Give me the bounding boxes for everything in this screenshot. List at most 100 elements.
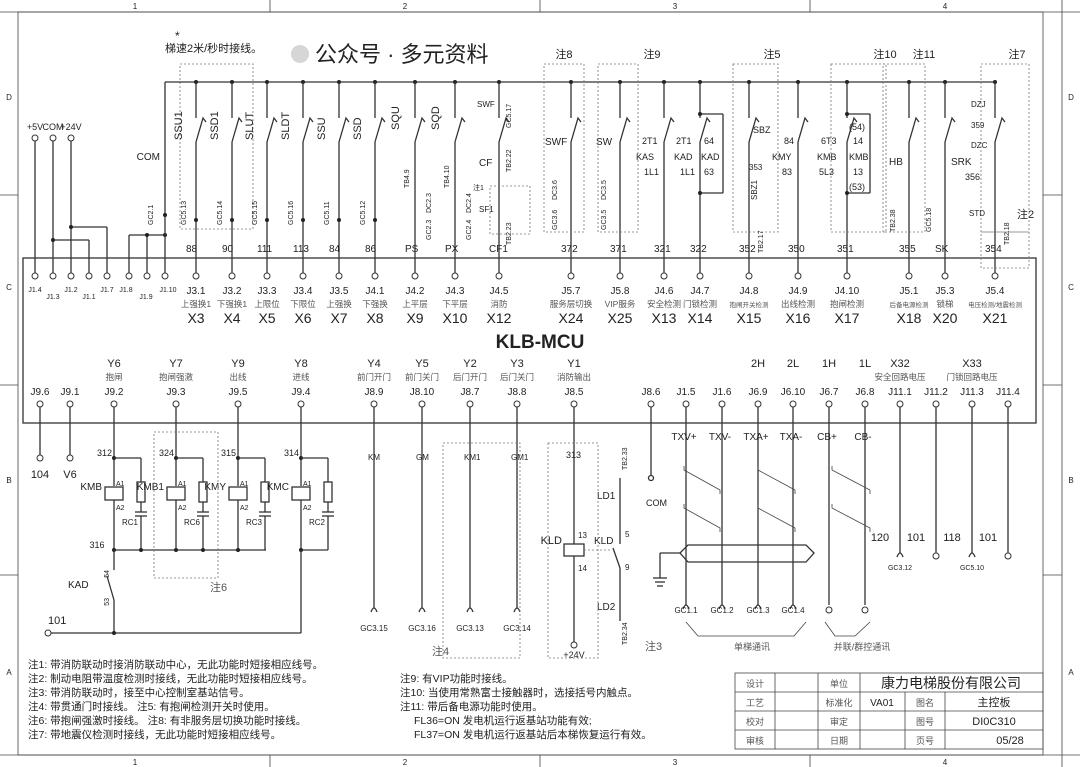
connector-label: GC3.13 xyxy=(456,624,484,633)
input-terminal xyxy=(941,272,949,280)
component-label: DC3.5 xyxy=(601,180,608,200)
switch-contact xyxy=(302,116,314,143)
comm-signal-label: TXV+ xyxy=(671,432,696,443)
switch-contact xyxy=(619,116,631,143)
input-signal-label: X3 xyxy=(187,310,204,326)
output-terminal-label: J6.10 xyxy=(781,387,806,398)
output-terminal-label: J11.1 xyxy=(888,387,912,398)
input-signal-label: X6 xyxy=(294,310,311,326)
note-box xyxy=(830,63,887,233)
component-label: TB4.10 xyxy=(444,165,451,188)
input-signal-label: X24 xyxy=(559,310,584,326)
input-terminal xyxy=(335,272,343,280)
wire-number: 350 xyxy=(788,244,805,255)
pin-label: 9 xyxy=(625,563,630,572)
grid-row-label: D xyxy=(6,93,12,102)
output-code: Y1 xyxy=(567,358,580,370)
junction-dot xyxy=(230,218,234,222)
component-label: KMY xyxy=(772,152,792,162)
output-terminal-label: J11.2 xyxy=(924,387,948,398)
relay-label: KMC xyxy=(267,482,289,493)
grid-row-label: A xyxy=(1068,668,1074,677)
plug-symbol xyxy=(754,604,762,610)
standard-value: VA01 xyxy=(870,698,894,709)
input-terminal xyxy=(745,272,753,280)
output-terminal xyxy=(932,400,940,408)
pin-label: A2 xyxy=(240,505,249,512)
wire-number: CF1 xyxy=(489,244,508,255)
component-label: 13 xyxy=(853,167,863,177)
component-label: SBZ xyxy=(753,125,771,135)
rc-label: RC1 xyxy=(122,518,139,527)
power-label: +5V xyxy=(27,122,43,132)
input-terminal-label: J4.10 xyxy=(835,286,860,297)
note-marker: 注4 xyxy=(432,644,449,658)
junction-dot xyxy=(698,191,702,195)
output-terminal-label: J1.6 xyxy=(713,387,732,398)
grid-row-label: A xyxy=(6,668,12,677)
input-signal-label: X10 xyxy=(443,310,468,326)
input-function-label: 上强换 xyxy=(326,299,352,309)
input-function-label: 电压检测/地震检测 xyxy=(968,300,1022,309)
grid-column-label: 3 xyxy=(673,2,678,11)
output-code: Y7 xyxy=(169,358,182,370)
component-label: GC5.11 xyxy=(324,201,331,225)
input-signal-label: X14 xyxy=(688,310,713,326)
com-terminal xyxy=(647,474,655,482)
connector-label: GC1.2 xyxy=(710,606,734,615)
output-terminal xyxy=(968,400,976,408)
note-box xyxy=(543,63,585,233)
component-label: SRK xyxy=(951,157,972,168)
note-box xyxy=(980,63,1030,233)
note-line: 注11: 带后备电源功能时使用。 xyxy=(400,700,543,713)
wire-end xyxy=(1004,552,1012,560)
input-terminal-label: J4.5 xyxy=(490,286,509,297)
kld-contact xyxy=(612,547,621,569)
input-terminal-label: J4.2 xyxy=(406,286,425,297)
power-label: COM xyxy=(43,122,64,132)
junction-dot xyxy=(174,548,178,552)
twisted-pair xyxy=(831,466,871,494)
output-terminal-label: J11.3 xyxy=(960,387,984,398)
output-terminal xyxy=(570,400,578,408)
j1-terminal xyxy=(103,272,111,280)
door-signal-label: GM1 xyxy=(511,453,529,462)
junction-dot xyxy=(51,238,55,242)
output-code: 1H xyxy=(822,358,836,370)
component-label: (53) xyxy=(849,182,865,192)
note-box xyxy=(597,63,639,233)
component-label: 356 xyxy=(965,172,980,182)
output-function: 抱闸 xyxy=(105,372,122,382)
output-code: Y3 xyxy=(510,358,523,370)
input-terminal-label: J3.4 xyxy=(294,286,313,297)
note-box xyxy=(547,442,599,659)
switch-contact xyxy=(195,116,207,143)
connector-label: GC3.15 xyxy=(360,624,388,633)
wire-number: 322 xyxy=(690,244,707,255)
mcu-title: KLB-MCU xyxy=(496,332,585,353)
output-code: Y5 xyxy=(415,358,428,370)
pin-label: 5 xyxy=(625,530,630,539)
input-function-label: 下强换 xyxy=(362,299,388,309)
connector-label: TB2.34 xyxy=(622,622,629,645)
plug-symbol xyxy=(968,552,976,558)
wire-end xyxy=(36,454,44,462)
junction-dot xyxy=(337,218,341,222)
output-terminal xyxy=(789,400,797,408)
plug-symbol xyxy=(682,604,690,610)
switch-contact xyxy=(994,116,1006,143)
wire-number: 354 xyxy=(985,244,1002,255)
input-function-label: 上限位 xyxy=(254,299,280,309)
grid-row-label: B xyxy=(1068,476,1073,485)
input-function-label: 后备电源检测 xyxy=(890,300,930,309)
wire-number: 351 xyxy=(837,244,854,255)
title-field-label: 工艺 xyxy=(746,698,764,708)
plug-symbol xyxy=(789,604,797,610)
component-label: TB2.17 xyxy=(758,230,765,253)
j1-terminal xyxy=(143,272,151,280)
output-code: X33 xyxy=(962,358,982,370)
wire-end xyxy=(66,454,74,462)
connector-label: GC1.1 xyxy=(674,606,698,615)
component-label: KAD xyxy=(701,152,720,162)
input-terminal xyxy=(991,272,999,280)
